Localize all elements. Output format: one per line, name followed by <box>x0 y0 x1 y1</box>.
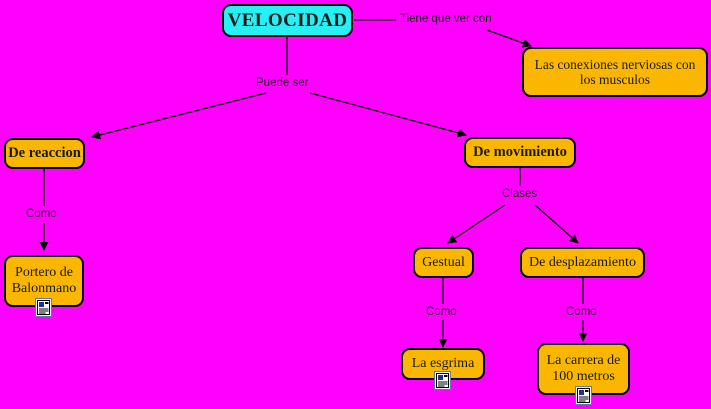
node-conexiones-line-2: los musculos <box>579 72 651 87</box>
link-label-como-desplazamiento: Como <box>566 306 597 318</box>
node-velocidad-label: VELOCIDAD <box>227 9 348 31</box>
link-label-clases: Clases <box>502 188 538 200</box>
node-la-carrera-100-metros[interactable]: La carrera de 100 metros <box>537 343 630 395</box>
node-de-movimiento-label: De movimiento <box>473 144 567 161</box>
node-portero-line-1: Portero de <box>15 265 73 281</box>
node-gestual-label: Gestual <box>422 254 465 270</box>
edge-clases-gestual <box>447 204 506 244</box>
node-velocidad[interactable]: VELOCIDAD <box>222 4 353 37</box>
node-de-desplazamiento[interactable]: De desplazamiento <box>520 247 645 278</box>
node-de-reaccion-label: De reaccion <box>8 145 81 162</box>
document-resource-icon[interactable] <box>575 386 592 405</box>
edge-tiene-conexiones <box>486 29 532 48</box>
node-la-esgrima-label: La esgrima <box>411 356 475 372</box>
node-conexiones-line-1: Las conexiones nerviosas con <box>534 56 696 72</box>
node-gestual[interactable]: Gestual <box>413 247 474 278</box>
node-de-movimiento[interactable]: De movimiento <box>464 137 576 168</box>
node-carrera-line-2: 100 metros <box>552 369 615 384</box>
link-label-puede-ser: Puede ser <box>256 77 309 89</box>
node-portero-de-balonmano[interactable]: Portero de Balonmano <box>4 255 84 307</box>
edge-puedeser-demovimiento <box>309 92 467 138</box>
node-de-desplazamiento-label: De desplazamiento <box>529 254 636 270</box>
link-label-como-gestual: Como <box>426 306 457 318</box>
document-resource-icon[interactable] <box>434 371 451 390</box>
edge-clases-desplazamiento <box>534 204 579 244</box>
edge-puedeser-dereaccion <box>91 92 267 140</box>
node-carrera-line-1: La carrera de <box>546 353 621 369</box>
link-label-como-reaccion: Como <box>26 208 57 220</box>
link-label-tiene-que-ver-con: Tiene que ver con <box>400 13 492 25</box>
node-conexiones-nerviosas[interactable]: Las conexiones nerviosas con los musculo… <box>522 47 708 97</box>
node-de-reaccion[interactable]: De reaccion <box>4 138 85 169</box>
node-portero-line-2: Balonmano <box>11 281 77 296</box>
document-resource-icon[interactable] <box>35 298 52 317</box>
